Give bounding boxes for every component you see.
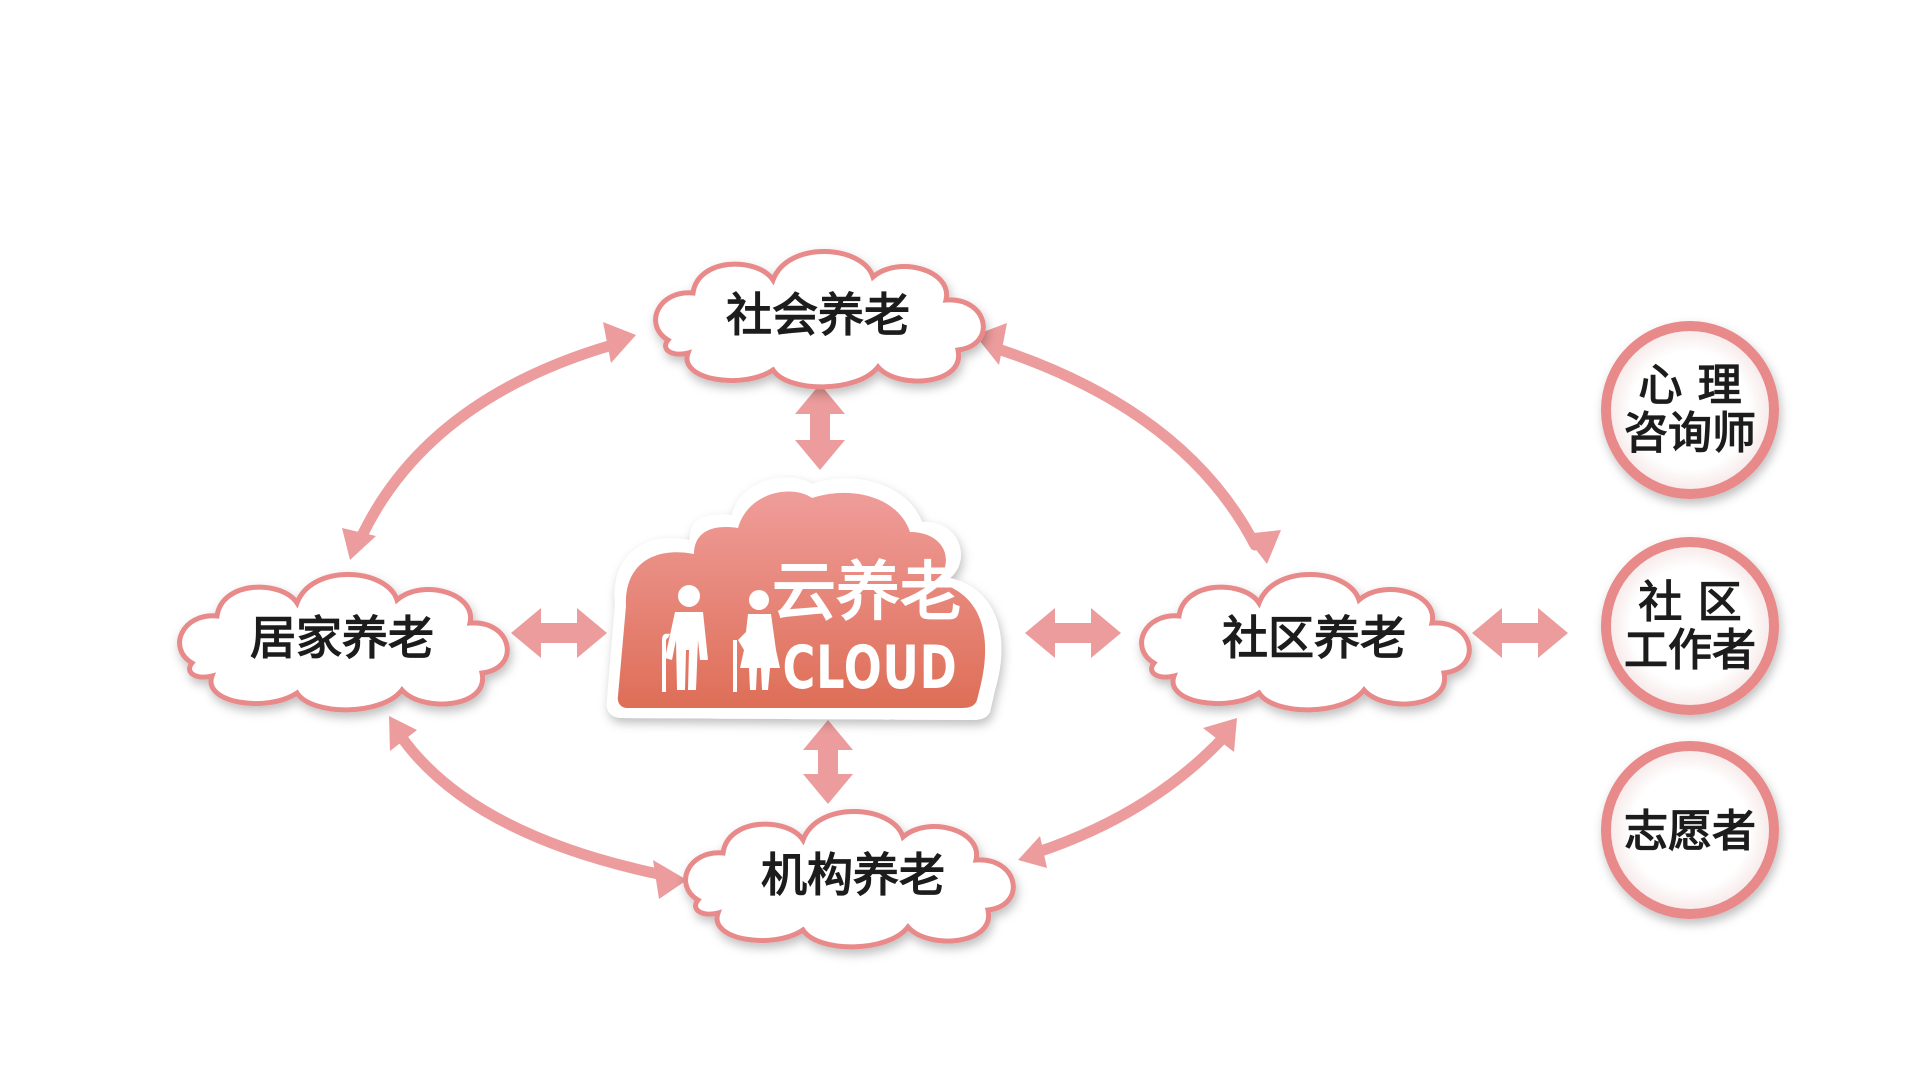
cloud-social-label: 社会养老 <box>726 288 910 342</box>
role-counselor-line1: 心 理 <box>1638 360 1741 411</box>
double-arrow-community-roles <box>1472 608 1568 658</box>
double-arrow-social-center <box>795 384 845 470</box>
cloud-institution-label: 机构养老 <box>761 848 945 902</box>
role-counselor-line2: 咨询师 <box>1624 408 1756 459</box>
arrowhead <box>1018 836 1047 868</box>
curve-arrows <box>354 339 1261 881</box>
curve-community-institution <box>1029 732 1229 859</box>
arrowhead <box>1244 530 1281 564</box>
cloud-home: 居家养老 <box>180 574 508 709</box>
curve-arrowheads <box>342 322 1281 899</box>
curve-social-home <box>354 339 618 546</box>
role-circle-counselor: 心 理 咨询师 <box>1601 321 1779 499</box>
role-circle-community-worker: 社 区 工作者 <box>1601 537 1779 715</box>
curve-social-community <box>989 342 1261 551</box>
logo-cloud <box>617 491 986 708</box>
arrowhead <box>603 322 636 363</box>
logo-title-en: CLOUD <box>783 633 958 703</box>
straight-arrows <box>511 384 1568 804</box>
cloud-social: 社会养老 <box>656 251 984 386</box>
logo-title-cn: 云养老 <box>772 556 964 630</box>
curve-home-institution <box>394 729 669 881</box>
role-volunteer-label: 志愿者 <box>1624 806 1756 857</box>
double-arrow-home-center <box>511 608 607 658</box>
arrowhead <box>1203 718 1237 752</box>
cloud-community: 社区养老 <box>1142 574 1470 709</box>
cloud-institution: 机构养老 <box>686 811 1014 946</box>
double-arrow-center-community <box>1025 608 1121 658</box>
elderly-couple-icon <box>662 585 780 692</box>
arrowhead <box>653 860 687 899</box>
arrowhead <box>342 528 376 560</box>
arrowhead <box>389 716 417 751</box>
role-worker-line2: 工作者 <box>1624 625 1756 676</box>
center-logo: 云养老 CLOUD <box>606 477 1002 720</box>
double-arrow-center-institution <box>803 720 853 804</box>
cloud-home-label: 居家养老 <box>250 611 434 665</box>
cloud-community-label: 社区养老 <box>1222 611 1406 665</box>
role-worker-line1: 社 区 <box>1638 577 1741 628</box>
role-circle-volunteer: 志愿者 <box>1601 741 1779 919</box>
